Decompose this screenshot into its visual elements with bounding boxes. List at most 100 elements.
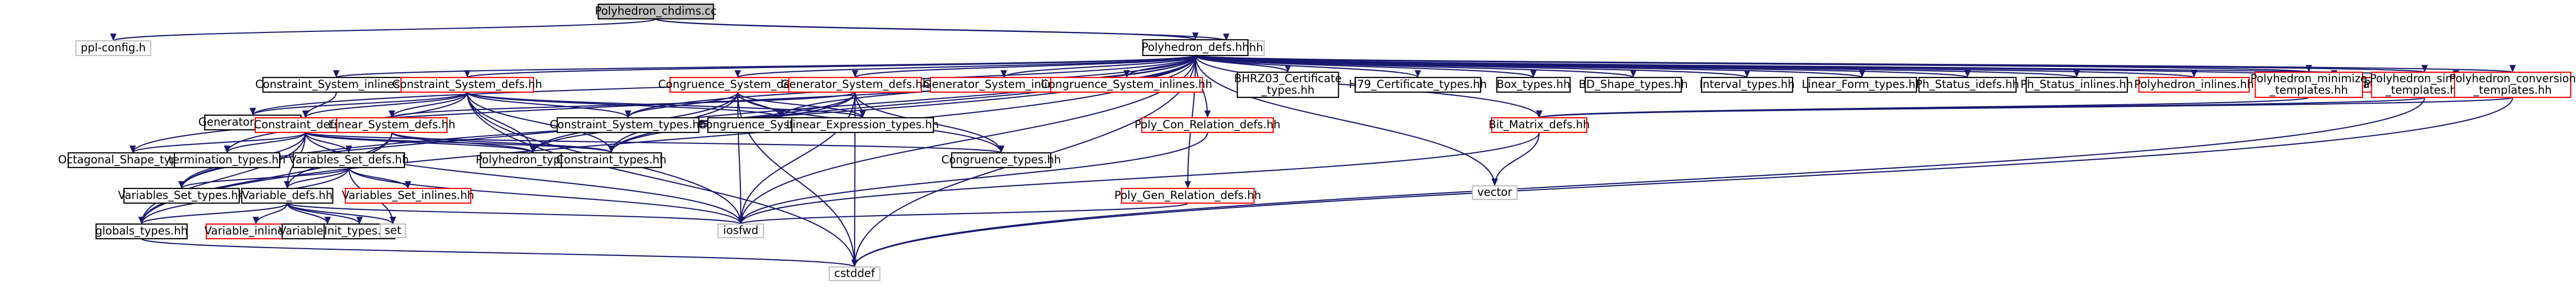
node-box[interactable]: Box_types.hh bbox=[1496, 76, 1571, 93]
node-label: cstddef bbox=[834, 267, 875, 280]
edge-c_defs-to-term bbox=[224, 132, 306, 153]
node-label: vector bbox=[1478, 186, 1513, 198]
edge-root-to-pplcfg bbox=[110, 18, 657, 42]
node-bitm_defs[interactable]: Bit_Matrix_defs.hh bbox=[1489, 117, 1590, 133]
edge-cgsdefs-to-iosfwd bbox=[737, 92, 745, 225]
node-label: H79_Certificate_types.hh bbox=[1349, 78, 1487, 91]
edge-poly_simp_tpl-to-cstddef bbox=[851, 97, 2425, 267]
node-poly_inl[interactable]: Polyhedron_inlines.hh bbox=[2134, 76, 2254, 93]
node-box bbox=[262, 76, 410, 93]
edge-vs_defs-to-iosfwd bbox=[348, 167, 744, 225]
node-box bbox=[560, 152, 662, 169]
node-var_defs[interactable]: Variable_defs.hh bbox=[241, 187, 334, 204]
node-label: Constraint_System_defs.hh bbox=[392, 78, 542, 91]
node-linform[interactable]: Linear_Form_types.hh bbox=[1802, 76, 1923, 93]
node-bd[interactable]: BD_Shape_types.hh bbox=[1579, 76, 1688, 93]
node-label: Congruence_types.hh bbox=[941, 153, 1061, 166]
node-h79[interactable]: H79_Certificate_types.hh bbox=[1349, 76, 1487, 93]
node-cg_types[interactable]: Congruence_types.hh bbox=[941, 152, 1061, 169]
node-label: Constraint_types.hh bbox=[556, 153, 667, 166]
node-poly_min_tpl[interactable]: Polyhedron_minimize_templates.hh bbox=[2250, 71, 2367, 98]
node-bhrz[interactable]: BHRZ03_Certificate_types.hh bbox=[1234, 71, 1342, 98]
node-label: Constraint_System_types.hh bbox=[550, 118, 706, 131]
edge-var_defs-to-set bbox=[286, 203, 396, 225]
node-le_defs[interactable]: Linear_System_defs.hh bbox=[328, 117, 456, 133]
node-label: Polyhedron_chdims.cc bbox=[595, 5, 717, 18]
node-label: BHRZ03_Certificate bbox=[1234, 72, 1341, 85]
edge-polydefs-to-cgsdefs bbox=[735, 54, 1196, 79]
node-label: iosfwd bbox=[723, 224, 758, 237]
node-box bbox=[1472, 185, 1518, 200]
edge-gsdefs-to-iosfwd bbox=[737, 92, 856, 225]
node-box bbox=[1142, 39, 1249, 57]
node-label: Constraint_System_inlines.hh bbox=[256, 78, 417, 91]
node-pcr_defs[interactable]: Poly_Con_Relation_defs.hh bbox=[1135, 117, 1281, 133]
edge-poly_min_tpl-to-bitm_defs bbox=[1536, 96, 2309, 119]
node-box bbox=[1354, 76, 1481, 93]
node-label: set bbox=[384, 224, 401, 237]
node-label: Bit_Matrix_defs.hh bbox=[1489, 118, 1590, 131]
node-polydefs[interactable]: Polyhedron_defs.hh bbox=[1141, 39, 1249, 57]
node-label: Interval_types.hh bbox=[1700, 78, 1795, 91]
node-poly_simp_tpl[interactable]: Polyhedron_simplify_templates.hh bbox=[2370, 71, 2479, 98]
node-box bbox=[1237, 71, 1339, 98]
node-label: Poly_Gen_Relation_defs.hh bbox=[1114, 189, 1261, 202]
node-set: set bbox=[380, 223, 406, 239]
node-cgs_inl[interactable]: Congruence_System_inlines.hh bbox=[1041, 76, 1212, 93]
node-vs_inl[interactable]: Variables_Set_inlines.hh bbox=[342, 187, 474, 204]
node-pgr_defs[interactable]: Poly_Gen_Relation_defs.hh bbox=[1114, 187, 1261, 204]
node-vector: vector bbox=[1472, 185, 1518, 200]
node-cs_types[interactable]: Constraint_System_types.hh bbox=[550, 117, 706, 133]
node-box bbox=[1584, 76, 1682, 93]
edge-var_defs-to-var_inl bbox=[252, 203, 288, 225]
node-ph_inl[interactable]: Ph_Status_inlines.hh bbox=[2020, 76, 2133, 93]
node-box bbox=[828, 266, 881, 282]
node-box bbox=[241, 187, 334, 204]
edge-var_defs-to-globals bbox=[138, 202, 288, 225]
edge-polydefs-to-poly_conv_tpl bbox=[1194, 54, 2515, 73]
edge-cgsdefs-to-cs_types bbox=[625, 92, 739, 118]
node-label: _templates.hh bbox=[2385, 84, 2464, 97]
node-cstddef: cstddef bbox=[828, 266, 881, 282]
node-box bbox=[2453, 71, 2572, 98]
node-box bbox=[717, 223, 764, 239]
node-box bbox=[951, 152, 1051, 169]
node-interval[interactable]: Interval_types.hh bbox=[1700, 76, 1795, 93]
edge-polydefs-to-gsdefs bbox=[852, 54, 1196, 79]
node-vs_defs[interactable]: Variables_Set_defs.hh bbox=[289, 152, 409, 169]
node-box bbox=[791, 117, 934, 133]
edge-pgr_defs-to-iosfwd bbox=[738, 202, 1189, 225]
node-globals[interactable]: globals_types.hh bbox=[95, 223, 188, 240]
node-box bbox=[1496, 76, 1571, 93]
edge-le_defs-to-poly_types bbox=[391, 131, 536, 154]
edge-polydefs-to-csdefs bbox=[464, 54, 1196, 79]
node-label: Variables_Set_types.hh bbox=[118, 189, 245, 202]
node-ph_idefs[interactable]: Ph_Status_idefs.hh bbox=[1916, 76, 2019, 93]
node-label: Polyhedron_defs.hh bbox=[1141, 41, 1249, 54]
node-lexpr_types[interactable]: Linear_Expression_types.hh bbox=[786, 117, 939, 133]
edge-c_defs-to-octag bbox=[129, 131, 306, 154]
edge-csdefs-to-lexpr_types bbox=[467, 91, 866, 119]
edge-gsdefs-to-le_defs bbox=[388, 91, 856, 119]
node-box bbox=[557, 117, 699, 133]
node-label: _templates.hh bbox=[2473, 84, 2552, 97]
node-label: Linear_Form_types.hh bbox=[1802, 78, 1922, 91]
node-c_types[interactable]: Constraint_types.hh bbox=[556, 152, 667, 169]
edge-bitm_defs-to-vector bbox=[1491, 132, 1540, 186]
node-cs_inl[interactable]: Constraint_System_inlines.hh bbox=[256, 76, 417, 93]
node-term[interactable]: termination_types.hh bbox=[169, 152, 286, 169]
edge-polydefs-to-vector bbox=[1194, 55, 1498, 186]
node-gsdefs[interactable]: Generator_System_defs.hh bbox=[781, 76, 929, 93]
edge-c_defs-to-globals bbox=[138, 132, 306, 225]
node-poly_conv_tpl[interactable]: Polyhedron_conversion_templates.hh bbox=[2449, 71, 2576, 98]
edge-csdefs-to-c_defs bbox=[302, 92, 468, 118]
node-box bbox=[1701, 76, 1793, 93]
edge-poly_conv_tpl-to-cstddef bbox=[851, 97, 2514, 267]
node-label: Variables_Set_defs.hh bbox=[289, 153, 409, 166]
node-csdefs[interactable]: Constraint_System_defs.hh bbox=[392, 76, 542, 93]
edge-pcr_defs-to-iosfwd bbox=[737, 132, 1208, 225]
node-label: Poly_Con_Relation_defs.hh bbox=[1135, 118, 1281, 131]
node-vs_types[interactable]: Variables_Set_types.hh bbox=[118, 187, 245, 204]
node-label: _templates.hh bbox=[2269, 84, 2348, 97]
node-box bbox=[293, 152, 405, 169]
